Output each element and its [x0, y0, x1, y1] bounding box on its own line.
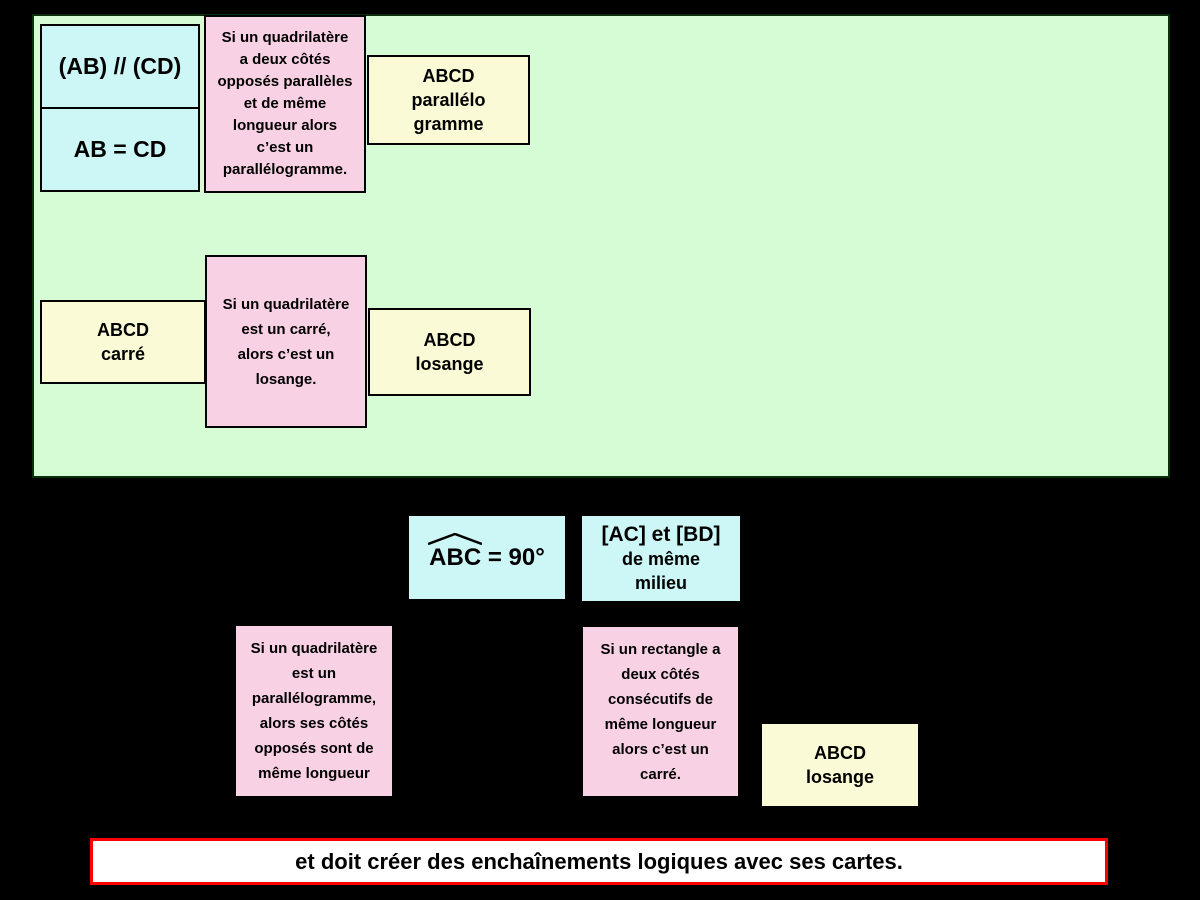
card-text: ABCD losange: [415, 330, 484, 374]
card-text: Si un quadrilatère a deux côtés opposés …: [217, 29, 353, 178]
card-text: ABCD carré: [97, 320, 149, 364]
card-rule-rectangle-carre[interactable]: Si un rectangle a deux côtés consécutifs…: [581, 625, 740, 798]
card-abcd-losange[interactable]: ABCD losange: [368, 308, 531, 396]
card-abcd-losange-hand[interactable]: ABCD losange: [760, 722, 920, 808]
instruction-text: et doit créer des enchaînements logiques…: [295, 848, 903, 874]
equal-statement: AB = CD: [73, 136, 167, 162]
angle-hat-icon: [428, 532, 483, 545]
card-abcd-carre[interactable]: ABCD carré: [40, 300, 206, 384]
card-rule-parallelogram[interactable]: Si un quadrilatère a deux côtés opposés …: [204, 15, 366, 193]
angle-statement: ABC = 90°: [428, 532, 545, 572]
card-text: Si un quadrilatère est un carré, alors c…: [222, 295, 350, 388]
played-cards-area: [32, 14, 1170, 478]
angle-value: = 90°: [481, 543, 545, 571]
card-text: Si un rectangle a deux côtés consécutifs…: [600, 640, 721, 783]
angle-label: ABC: [429, 543, 482, 571]
card-text: Si un quadrilatère est un parallélogramm…: [250, 640, 378, 782]
card-text: ABCD parallélo gramme: [411, 66, 486, 134]
card-text: ABCD losange: [805, 743, 875, 787]
card-diagonals-meme-milieu[interactable]: [AC] et [BD] de même milieu: [580, 514, 742, 603]
card-rule-parallelogramme-cotes[interactable]: Si un quadrilatère est un parallélogramm…: [234, 624, 394, 798]
card-abcd-parallelogramme[interactable]: ABCD parallélo gramme: [367, 55, 530, 145]
parallel-statement: (AB) // (CD): [42, 26, 198, 109]
angle-abc-group: ABC: [428, 532, 483, 572]
card-angle-abc-90[interactable]: ABC = 90°: [407, 514, 567, 601]
card-rule-carre-losange[interactable]: Si un quadrilatère est un carré, alors c…: [205, 255, 367, 428]
card-hypothesis-ab-cd[interactable]: (AB) // (CD) AB = CD: [40, 24, 200, 192]
card-text-rest: de même milieu: [621, 549, 701, 593]
card-text-line1: [AC] et [BD]: [601, 523, 721, 546]
instruction-banner: et doit créer des enchaînements logiques…: [90, 838, 1108, 885]
